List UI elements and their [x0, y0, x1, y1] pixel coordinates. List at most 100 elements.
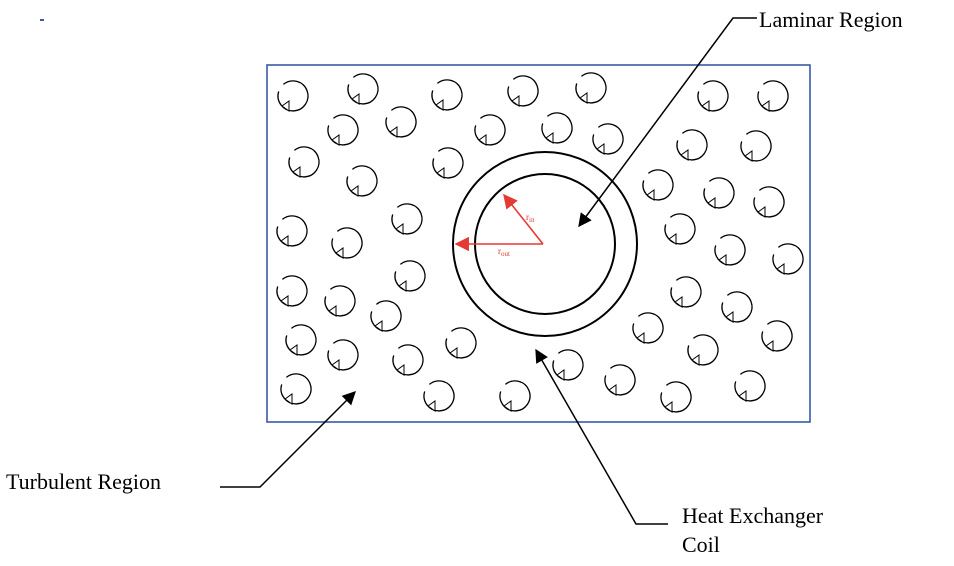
- turbulent-region-label: Turbulent Region: [6, 469, 162, 494]
- eddy-arrowhead-icon: [395, 223, 404, 235]
- eddy-arrow-icon: [714, 234, 746, 266]
- eddy-arrow-icon: [575, 72, 607, 104]
- eddy-arrowhead-icon: [396, 364, 405, 376]
- eddy-arrowhead-icon: [765, 340, 774, 352]
- eddy-arrowhead-icon: [674, 296, 683, 308]
- eddy-arrowhead-icon: [280, 295, 289, 307]
- coil-callout-line: [535, 348, 668, 525]
- eddy-arrow-icon: [385, 106, 417, 138]
- eddy-arrow-icon: [721, 291, 753, 323]
- eddy-arrowhead-icon: [284, 393, 293, 405]
- eddy-arrowhead-icon: [718, 254, 727, 266]
- eddy-arrowhead-icon: [636, 332, 645, 344]
- eddy-arrowhead-icon: [289, 344, 298, 356]
- eddy-arrow-icon: [392, 344, 424, 376]
- eddy-arrow-icon: [670, 276, 702, 308]
- eddy-arrowhead-icon: [579, 92, 588, 104]
- eddy-arrow-icon: [331, 227, 363, 259]
- eddy-arrow-icon: [642, 169, 674, 201]
- eddy-arrow-icon: [703, 177, 735, 209]
- eddy-arrowhead-icon: [449, 347, 458, 359]
- eddy-arrow-icon: [445, 327, 477, 359]
- eddy-arrowhead-icon: [328, 305, 337, 317]
- eddy-arrow-icon: [664, 213, 696, 245]
- eddy-arrowhead-icon: [503, 400, 512, 412]
- eddy-arrowhead-icon: [668, 233, 677, 245]
- eddy-arrowhead-icon: [691, 354, 700, 366]
- eddy-arrow-icon: [285, 324, 317, 356]
- eddy-arrow-icon: [541, 112, 573, 144]
- eddy-arrow-icon: [761, 320, 793, 352]
- eddy-arrow-icon: [288, 146, 320, 178]
- eddy-arrow-icon: [276, 275, 308, 307]
- turbulent-eddies: [276, 72, 804, 413]
- eddy-arrowhead-icon: [398, 280, 407, 292]
- eddy-arrow-icon: [552, 349, 584, 381]
- eddy-arrow-icon: [280, 373, 312, 405]
- eddy-arrow-icon: [431, 79, 463, 111]
- eddy-arrowhead-icon: [707, 197, 716, 209]
- eddy-arrow-icon: [370, 300, 402, 332]
- eddy-arrow-icon: [632, 312, 664, 344]
- eddy-arrowhead-icon: [646, 189, 655, 201]
- eddy-arrow-icon: [740, 130, 772, 162]
- eddy-arrow-icon: [346, 165, 378, 197]
- eddy-arrow-icon: [276, 215, 308, 247]
- eddy-arrowhead-icon: [701, 100, 710, 112]
- eddy-arrowhead-icon: [556, 369, 565, 381]
- r-in-label: rin: [526, 212, 535, 224]
- eddy-arrow-icon: [277, 80, 309, 112]
- eddy-arrowhead-icon: [280, 235, 289, 247]
- eddy-arrowhead-icon: [427, 400, 436, 412]
- eddy-arrowhead-icon: [435, 99, 444, 111]
- laminar-region-label: Laminar Region: [759, 7, 903, 32]
- eddy-arrow-icon: [499, 380, 531, 412]
- eddy-arrowhead-icon: [596, 143, 605, 155]
- eddy-arrow-icon: [772, 243, 804, 275]
- eddy-arrowhead-icon: [511, 95, 520, 107]
- eddy-arrowhead-icon: [776, 263, 785, 275]
- eddy-arrow-icon: [676, 129, 708, 161]
- eddy-arrowhead-icon: [281, 100, 290, 112]
- eddy-arrowhead-icon: [608, 384, 617, 396]
- eddy-arrow-icon: [474, 114, 506, 146]
- eddy-arrowhead-icon: [738, 390, 747, 402]
- eddy-arrow-icon: [697, 80, 729, 112]
- eddy-arrowhead-icon: [664, 401, 673, 413]
- eddy-arrow-icon: [604, 364, 636, 396]
- eddy-arrow-icon: [753, 186, 785, 218]
- eddy-arrowhead-icon: [744, 150, 753, 162]
- eddy-arrow-icon: [660, 381, 692, 413]
- eddy-arrow-icon: [432, 147, 464, 179]
- eddy-arrow-icon: [327, 339, 359, 371]
- eddy-arrowhead-icon: [757, 206, 766, 218]
- eddy-arrowhead-icon: [436, 167, 445, 179]
- eddy-arrow-icon: [687, 334, 719, 366]
- eddy-arrow-icon: [324, 285, 356, 317]
- eddy-arrowhead-icon: [335, 247, 344, 259]
- eddy-arrowhead-icon: [478, 134, 487, 146]
- eddy-arrowhead-icon: [292, 166, 301, 178]
- eddy-arrow-icon: [507, 75, 539, 107]
- eddy-arrowhead-icon: [545, 132, 554, 144]
- eddy-arrowhead-icon: [374, 320, 383, 332]
- eddy-arrowhead-icon: [680, 149, 689, 161]
- eddy-arrow-icon: [757, 80, 789, 112]
- laminar-callout-line: [578, 17, 757, 228]
- eddy-arrow-icon: [592, 123, 624, 155]
- turbulent-callout-line: [220, 391, 356, 488]
- eddy-arrow-icon: [327, 114, 359, 146]
- eddy-arrowhead-icon: [351, 93, 360, 105]
- eddy-arrowhead-icon: [761, 100, 770, 112]
- eddy-arrowhead-icon: [389, 126, 398, 138]
- eddy-arrow-icon: [734, 370, 766, 402]
- eddy-arrowhead-icon: [725, 311, 734, 323]
- eddy-arrow-icon: [347, 73, 379, 105]
- coil-label-line2: Coil: [682, 532, 720, 557]
- tank-boundary: [266, 64, 811, 423]
- eddy-arrow-icon: [394, 260, 426, 292]
- eddy-arrow-icon: [391, 203, 423, 235]
- r-in-arrow: [503, 193, 544, 245]
- eddy-arrow-icon: [423, 380, 455, 412]
